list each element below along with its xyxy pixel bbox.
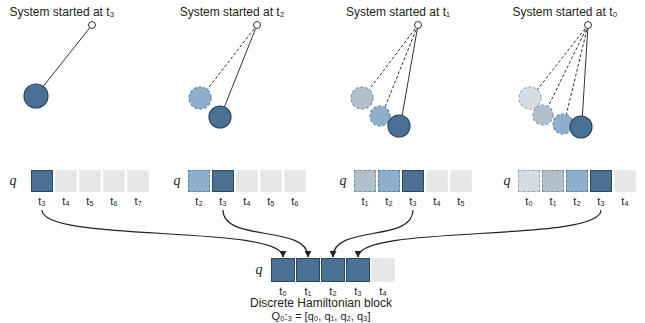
state-square [450,170,472,192]
time-label: t₅ [457,195,465,208]
time-step-cell: t₂ [321,258,345,298]
pendulum [24,22,96,109]
time-label: t₂ [385,195,392,208]
state-square [346,258,370,282]
time-step-cell: t₆ [284,170,306,208]
state-square [271,258,295,282]
state-square [103,170,125,192]
block-formula: Q₀:₃ = [q₀, q₁, q₂, q₃] [271,309,370,323]
state-square [542,170,564,192]
time-label: t₇ [135,195,142,208]
time-label: t₄ [243,195,251,208]
state-square [371,258,395,282]
time-step-cell: t₂ [188,170,210,208]
state-square [31,170,53,192]
time-step-cell: t₃ [590,170,612,208]
time-label: t₄ [621,195,629,208]
time-step-cell: t₁ [354,170,376,208]
time-label: t₅ [267,195,275,208]
time-step-cell: t₆ [103,170,125,208]
pendulum [189,22,261,129]
state-square [212,170,234,192]
time-label: t₁ [550,195,557,208]
state-square [188,170,210,192]
panel-title: System started at t₃ [10,5,115,19]
time-step-cell: t₄ [614,170,636,208]
axis-label: q [504,174,511,188]
time-label: t₄ [433,195,441,208]
axis-label: q [340,174,347,188]
time-step-cell: t₀ [518,170,540,208]
state-square [518,170,540,192]
time-step-cell: t₃ [31,170,53,208]
time-label: t₁ [362,195,369,208]
panel-title: System started at t₁ [346,5,450,19]
time-step-cell: t₅ [450,170,472,208]
time-step-cell: t₇ [127,170,149,208]
axis-label: q [256,263,263,277]
time-step-cell: t₄ [55,170,77,208]
time-label: t₂ [573,195,580,208]
time-label: t₃ [219,195,227,208]
panel-title: System started at t₀ [512,5,617,19]
axis-label: q [174,174,181,188]
time-step-cell: t₁ [296,258,320,298]
state-square [402,170,424,192]
state-square [79,170,101,192]
state-square [127,170,149,192]
time-label: t₀ [525,195,533,208]
axis-label: q [10,174,17,188]
time-step-cell: t₁ [542,170,564,208]
time-label: t₃ [409,195,417,208]
time-step-cell: t₂ [566,170,588,208]
time-step-cell: t₅ [79,170,101,208]
mapping-arrow [333,210,413,257]
mapping-arrow [223,210,308,257]
state-square [378,170,400,192]
time-label: t₃ [597,195,605,208]
mapping-arrow [358,210,601,257]
time-label: t₆ [291,195,299,208]
time-label: t₆ [110,195,118,208]
state-square [566,170,588,192]
time-step-cell: t₃ [212,170,234,208]
state-square [260,170,282,192]
mapping-arrow [42,210,283,257]
state-square [426,170,448,192]
panel-title: System started at t₂ [180,5,285,19]
time-step-cell: t₄ [236,170,258,208]
time-step-cell: t₃ [402,170,424,208]
state-square [55,170,77,192]
state-square [284,170,306,192]
pendulum [519,22,592,139]
state-square [321,258,345,282]
caption: Discrete Hamiltonian block [250,296,392,310]
state-square [296,258,320,282]
pendulum [351,22,422,138]
time-label: t₅ [86,195,94,208]
time-step-cell: t₄ [426,170,448,208]
state-square [354,170,376,192]
time-step-cell: t₄ [371,258,395,298]
time-label: t₃ [38,195,46,208]
time-step-cell: t₅ [260,170,282,208]
state-square [614,170,636,192]
time-label: t₄ [62,195,70,208]
time-step-cell: t₀ [271,258,295,298]
time-step-cell: t₂ [378,170,400,208]
time-label: t₂ [195,195,202,208]
state-square [590,170,612,192]
state-square [236,170,258,192]
time-step-cell: t₃ [346,258,370,298]
